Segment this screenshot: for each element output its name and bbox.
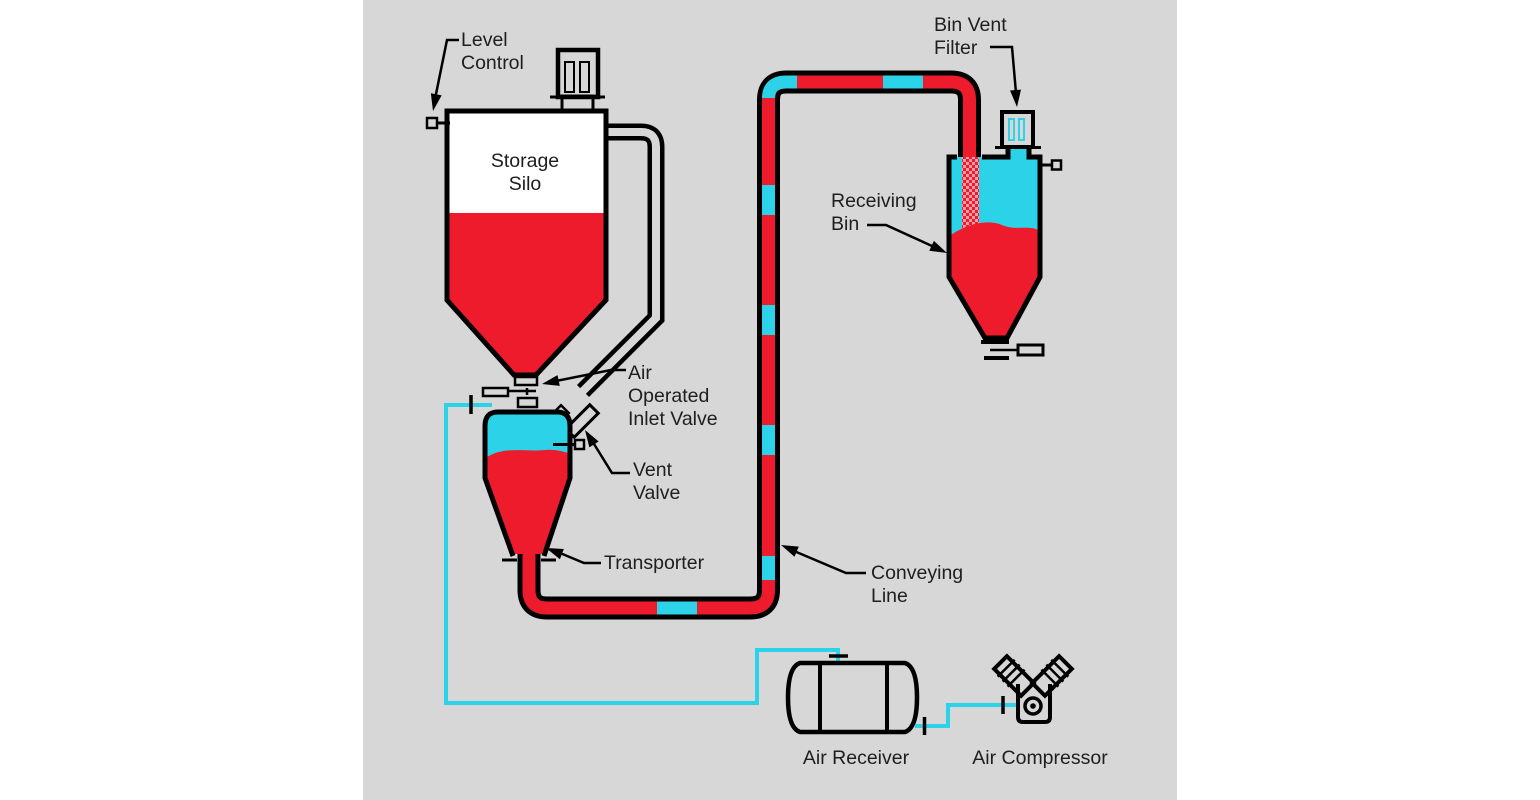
conveying-line-pipe [517, 70, 981, 620]
label-conveying-line: Conveying Line [871, 562, 963, 608]
inlet-valve-actuator [481, 386, 510, 398]
transporter-inlet-flange [516, 396, 539, 409]
silo-material-fill [447, 213, 606, 375]
bin-level-probe [1040, 159, 1063, 171]
label-line: Line [871, 585, 908, 607]
leader-transporter [559, 551, 601, 565]
transporter-level-probe [553, 438, 586, 451]
label-line: Vent [633, 459, 673, 481]
level-control-sensor [425, 116, 450, 130]
label-line: Inlet Valve [628, 408, 718, 430]
leader-receiving-bin [867, 223, 933, 248]
arrowheads [430, 89, 1021, 560]
label-line: Air Receiver [802, 747, 910, 769]
silo-discharge-flange [513, 375, 539, 387]
leader-conveying-line [793, 549, 866, 575]
receiving-bin [946, 110, 1063, 360]
air-gap-slugs [657, 75, 923, 615]
label-level-control: Level Control [461, 29, 524, 75]
label-air-compressor: Air Compressor [940, 747, 1140, 770]
label-receiving-bin: Receiving Bin [831, 190, 917, 236]
label-air-operated-inlet-valve: Air Operated Inlet Valve [628, 362, 718, 431]
leader-arrows [433, 38, 1018, 575]
compressor-cylinder-right [1029, 653, 1075, 699]
label-line: Bin [831, 213, 860, 235]
label-line: Air [628, 362, 652, 384]
label-line: Air Compressor [972, 747, 1108, 769]
label-transporter: Transporter [604, 552, 704, 575]
compressor-crank-circle [1023, 696, 1043, 716]
leader-bin-vent-filter [990, 45, 1018, 94]
bin-material-fill [951, 222, 1038, 336]
transporter-vessel [482, 409, 586, 562]
bin-vent-filter [1000, 110, 1035, 149]
inlet-valve-assembly [481, 375, 539, 409]
air-receiver-tank [785, 660, 920, 735]
label-line: Silo [508, 173, 542, 195]
air-supply-line [444, 395, 1017, 735]
label-vent-valve: Vent Valve [633, 459, 680, 505]
label-line: Level [461, 29, 508, 51]
label-line: Filter [934, 37, 978, 59]
label-storage-silo: Storage Silo [455, 150, 595, 196]
compressor-cylinder-left [991, 653, 1037, 699]
label-line: Transporter [604, 552, 705, 574]
label-line: Storage [490, 150, 560, 172]
leader-vent-valve [592, 443, 630, 475]
label-line: Valve [633, 482, 681, 504]
label-bin-vent-filter: Bin Vent Filter [934, 14, 1007, 60]
label-air-receiver: Air Receiver [756, 747, 956, 770]
label-line: Control [461, 52, 524, 74]
label-line: Receiving [831, 190, 917, 212]
leader-inlet-valve [555, 368, 626, 383]
label-line: Bin Vent [934, 14, 1007, 36]
bin-discharge-valve [981, 340, 1045, 360]
leader-level-control [433, 38, 459, 100]
storage-silo [425, 47, 609, 378]
falling-material-column [962, 157, 979, 237]
transporter-material-fill [487, 449, 568, 554]
label-line: Operated [628, 385, 710, 407]
silo-vent-pipe [576, 123, 665, 398]
air-compressor [991, 653, 1075, 724]
label-line: Conveying [871, 562, 964, 584]
silo-vent-filter [550, 47, 605, 114]
